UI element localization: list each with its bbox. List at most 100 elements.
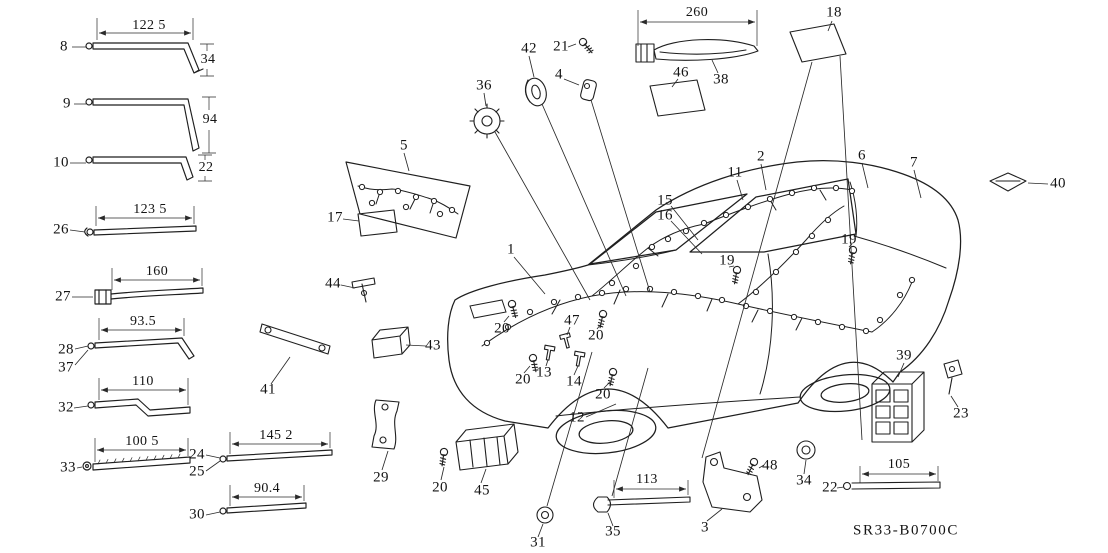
part-number-label: 48 [762,457,778,474]
part-number-label: 20 [588,327,604,344]
part-number-label: 42 [521,40,537,57]
unit-45-icon [455,423,519,471]
antenna-38-icon [635,39,759,63]
part-number-label: 19 [841,231,857,248]
part-number-label: 26 [53,221,69,238]
bolt-20-icon [596,309,608,329]
dimension-label: 122 5 [132,18,166,33]
car-body [447,160,962,455]
part-number-label: 20 [494,320,510,337]
dimension-label: 105 [887,457,911,472]
clip-14-icon [572,350,586,368]
dimension-label: 90.4 [253,481,281,496]
part-number-label: 18 [826,4,842,21]
dimension-lines [94,10,939,506]
part-number-label: 33 [60,459,76,476]
part-number-label: 28 [58,341,74,358]
drawing-code: SR33-B0700C [853,522,959,539]
part-number-label: 29 [373,469,389,486]
part-number-label: 19 [719,252,735,269]
dimension-label: 34 [200,52,216,67]
bolt-20-icon [507,299,520,320]
grommet-31-icon [536,506,554,524]
door-seam [759,253,773,395]
bracket-4-icon [580,79,597,102]
clip-47-icon [559,332,574,350]
bar-41-icon [259,323,331,355]
part-number-label: 35 [605,523,621,540]
clip-40-icon [989,172,1027,192]
front-wheel [555,409,657,455]
part-number-label: 34 [796,472,812,489]
part-number-label: 10 [53,154,69,171]
part-number-label: 36 [476,77,492,94]
leader-lines [69,20,1049,538]
dimension-label: 100 5 [125,434,159,449]
clip-13-icon [542,344,556,362]
bracket-29-icon [371,399,400,450]
part-icons [259,23,1027,524]
bolt-20-icon [437,447,449,467]
part-number-label: 40 [1050,175,1066,192]
part-number-label: 20 [515,371,531,388]
grommet-34-icon [796,440,816,460]
fusebox-39-icon [871,371,925,443]
part-number-label: 47 [564,312,580,329]
part-number-label: 37 [58,359,74,376]
bracket-23-icon [943,359,963,395]
windshield [589,193,748,265]
part-number-label: 25 [189,463,205,480]
headlight [469,299,507,319]
part-number-label: 9 [63,95,71,112]
clip-22-icon [842,481,941,491]
part-number-label: 38 [713,71,729,88]
part-number-label: 22 [822,479,838,496]
part-number-label: 16 [657,207,673,224]
part-number-label: 24 [189,446,205,463]
part-number-label: 5 [400,137,408,154]
part-number-label: 2 [757,148,765,165]
clip-35-icon [592,496,691,513]
grommet-36-icon [469,103,505,139]
part-number-label: 1 [507,241,515,258]
rear-wheel [799,373,891,413]
part-number-label: 21 [553,38,569,55]
part-number-label: 43 [425,337,441,354]
part-number-label: 30 [189,506,205,523]
part-number-label: 45 [474,482,490,499]
dimension-label: 110 [132,374,154,389]
part-number-label: 23 [953,405,969,422]
part-number-label: 44 [325,275,341,292]
part-number-label: 14 [566,373,582,390]
part-number-label: 8 [60,38,68,55]
part-number-label: 12 [569,409,585,426]
dimension-label: 93.5 [129,314,157,329]
dimension-label: 260 [685,5,709,20]
patch-17-icon [357,209,398,237]
part-number-label: 27 [55,288,71,305]
part-number-label: 11 [727,164,743,181]
bracket-3-icon [702,451,763,513]
dimension-label: 160 [145,264,169,279]
dimension-label: 94 [202,112,218,127]
side-window [689,178,857,253]
wiring-harness [345,161,916,347]
part-number-label: 6 [858,147,866,164]
clip-44-icon [351,277,376,303]
part-number-label: 46 [673,64,689,81]
dimension-label: 123 5 [133,202,167,217]
bolt-19-icon [730,265,742,285]
part-number-label: 7 [910,154,918,171]
grommet-42-icon [524,77,547,107]
part-number-label: 41 [260,381,276,398]
part-number-label: 20 [432,479,448,496]
patch-46-icon [649,79,706,117]
dimension-label: 145 2 [259,428,293,443]
part-number-label: 39 [896,347,912,364]
relay-43-icon [371,326,411,359]
part-number-label: 20 [595,386,611,403]
patch-18-icon [789,23,847,63]
dimension-label: 113 [636,472,658,487]
